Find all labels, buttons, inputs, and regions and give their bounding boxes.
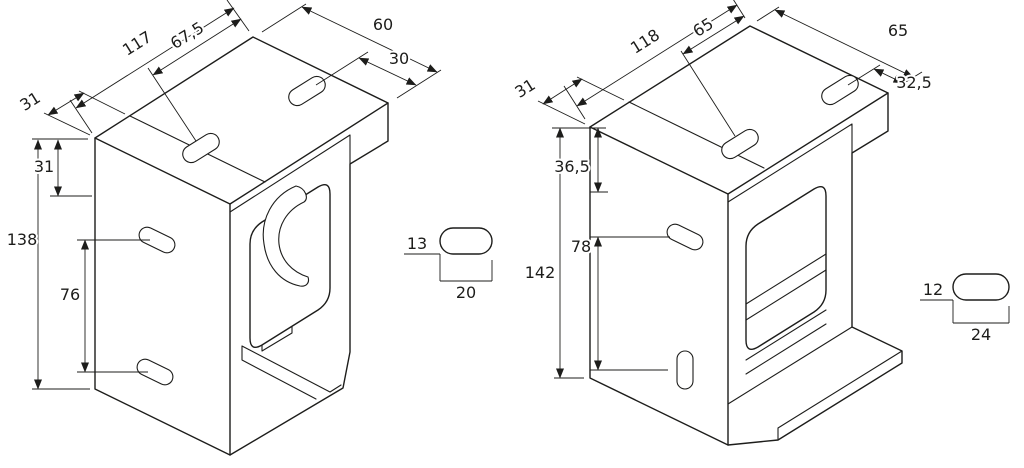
left-dim-60: 60 [373,15,393,34]
left-dim-60-line [301,6,438,73]
right-front-opening [745,186,827,350]
right-dim-65b: 65 [888,21,908,40]
left-clip-hook [262,185,310,287]
right-side-slot-lower [676,350,694,390]
right-foot-edges [727,326,903,441]
right-dim-65a: 65 [689,14,716,41]
left-side-slot-upper [138,226,176,254]
right-channel-shelves [745,253,827,375]
left-dim-138: 138 [7,230,38,249]
right-dim-65b-line [774,9,914,78]
right-dim-32-5: 32,5 [896,73,932,92]
left-slot-detail-height: 13 [407,234,427,253]
left-dim-76: 76 [60,285,80,304]
left-slot-detail-lines [404,253,493,282]
right-slot-detail-shape [952,273,1010,301]
left-slot-detail-shape [439,227,493,255]
right-slot-detail-height: 12 [923,280,943,299]
right-side-slot-upper [666,223,704,251]
right-dim-31-line [542,78,583,105]
left-bracket-outline [94,36,389,456]
right-dim-78: 78 [571,237,591,256]
right-bracket-outline [589,25,903,446]
right-top-slot-1 [721,128,759,160]
left-plate-underside [229,134,351,213]
left-rail-claw [241,345,342,400]
left-dim-30-line [358,57,417,86]
left-dim-31-corner: 31 [16,88,43,115]
left-dim-117: 117 [119,27,155,59]
left-side-slot-lower [136,358,174,386]
left-dim-30: 30 [389,49,409,68]
right-slot-detail-lines [920,299,1010,324]
right-dim-142: 142 [525,263,556,282]
left-slot-detail-width: 20 [456,283,476,302]
right-dim-31: 31 [511,75,538,102]
left-dim-67-5-line [152,18,242,76]
right-dim-65a-line [682,15,745,55]
right-dim-32-5-line [873,68,904,84]
right-dim-118: 118 [627,25,663,57]
right-plate-underside [727,123,853,203]
left-dim-67-5: 67,5 [167,18,207,53]
left-dim-31-upper: 31 [34,157,54,176]
left-top-slot-1 [182,132,220,164]
left-bracket-view: 117 67,5 60 30 31 31 138 76 [5,0,442,456]
right-dim-36-5: 36,5 [554,157,590,176]
left-slot-detail: 13 20 [404,227,493,304]
right-bracket-view: 118 65 65 32,5 31 36,5 78 142 [509,0,934,446]
right-plate-fold-line [628,101,765,169]
right-slot-detail: 12 24 [920,273,1010,346]
right-slot-detail-width: 24 [971,325,991,344]
left-dim-31-corner-line [47,92,85,116]
